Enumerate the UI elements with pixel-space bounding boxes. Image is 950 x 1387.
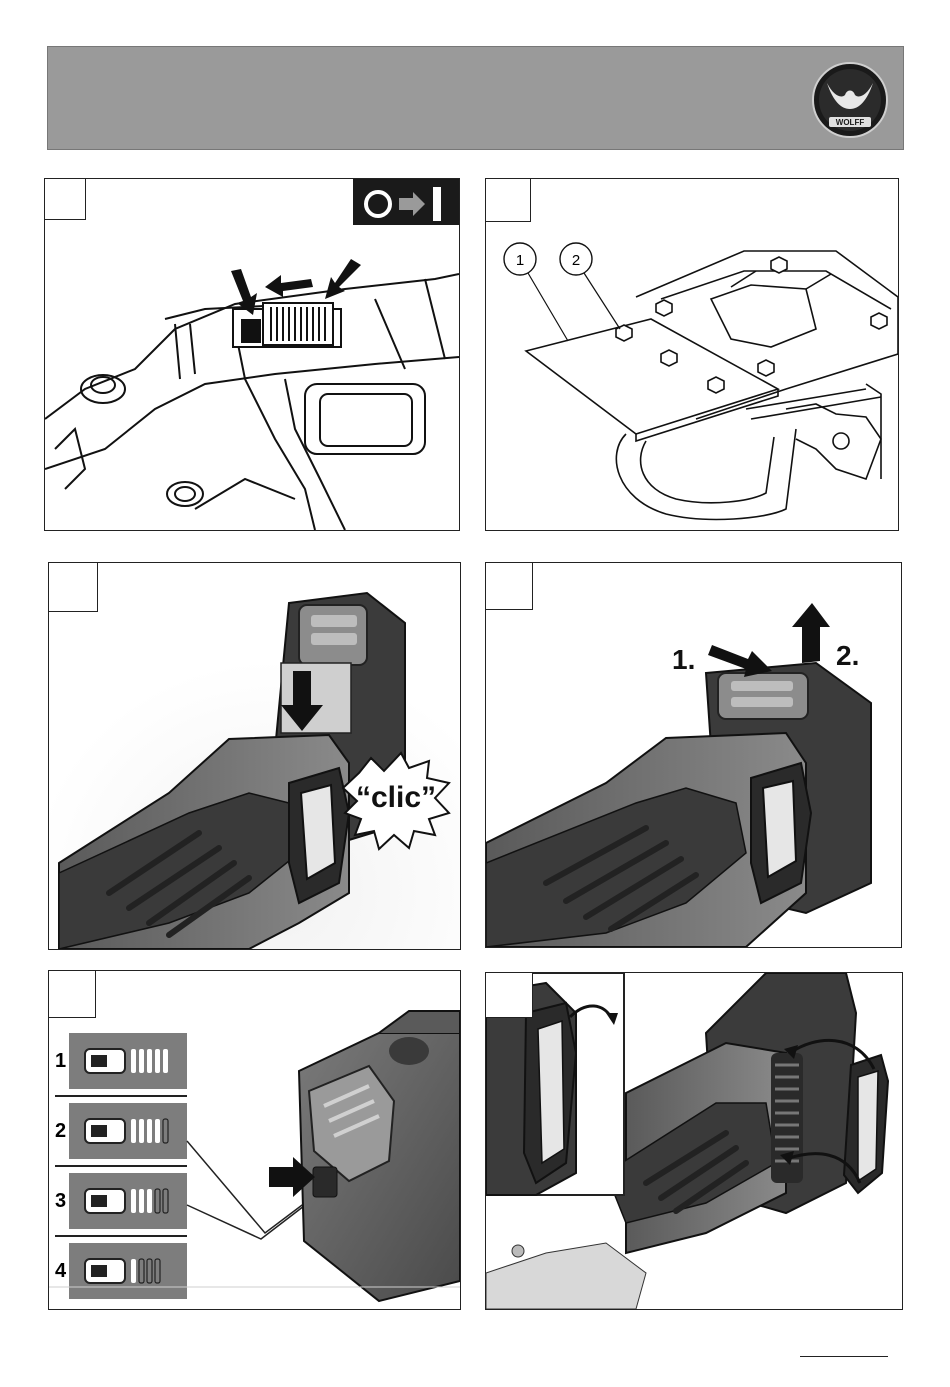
callout-2: 2 [560, 243, 620, 329]
callout-1: 1 [504, 243, 568, 341]
charge-level-3: 3 [55, 1173, 187, 1229]
figure-panel-6 [485, 972, 903, 1310]
svg-text:4: 4 [55, 1260, 67, 1282]
charge-level-4: 4 [55, 1243, 187, 1299]
step-2-label: 2. [836, 640, 859, 671]
on-off-symbol [353, 179, 459, 225]
charge-level-2: 2 [55, 1103, 187, 1159]
vent-grille [771, 1053, 803, 1183]
side-cover [844, 1055, 888, 1193]
footer-rule [800, 1356, 888, 1357]
figure-panel-4: 1. 2. [485, 562, 902, 948]
logo-text: WOLFF [836, 118, 865, 127]
figure-number-box [486, 179, 531, 222]
svg-text:2: 2 [55, 1120, 66, 1142]
lift-arrow [792, 603, 830, 663]
charge-levels: 1 2 3 [55, 1033, 187, 1299]
svg-text:2: 2 [572, 252, 580, 269]
svg-text:1: 1 [55, 1050, 66, 1072]
figure-panel-3: “clic” [48, 562, 461, 950]
page-header: WOLFF [47, 46, 904, 150]
figure-panel-5: 1 2 3 [48, 970, 461, 1310]
hex-bolts [616, 257, 887, 393]
svg-text:3: 3 [55, 1190, 66, 1212]
figure-panel-1 [44, 178, 460, 531]
figure-panel-2: 1 2 [485, 178, 899, 531]
step-1-label: 1. [672, 644, 695, 675]
figure-number-box [49, 563, 98, 612]
figure-number-box [486, 563, 533, 610]
figure-number-box [49, 971, 96, 1018]
figure-number-box [45, 179, 86, 220]
figure-number-box [486, 973, 533, 1018]
svg-text:1: 1 [516, 252, 524, 269]
battery-pack [299, 1011, 460, 1301]
clic-text: “clic” [356, 781, 436, 814]
wolff-logo: WOLFF [811, 61, 889, 139]
charge-level-1: 1 [55, 1033, 187, 1089]
grinder-body [486, 733, 811, 947]
